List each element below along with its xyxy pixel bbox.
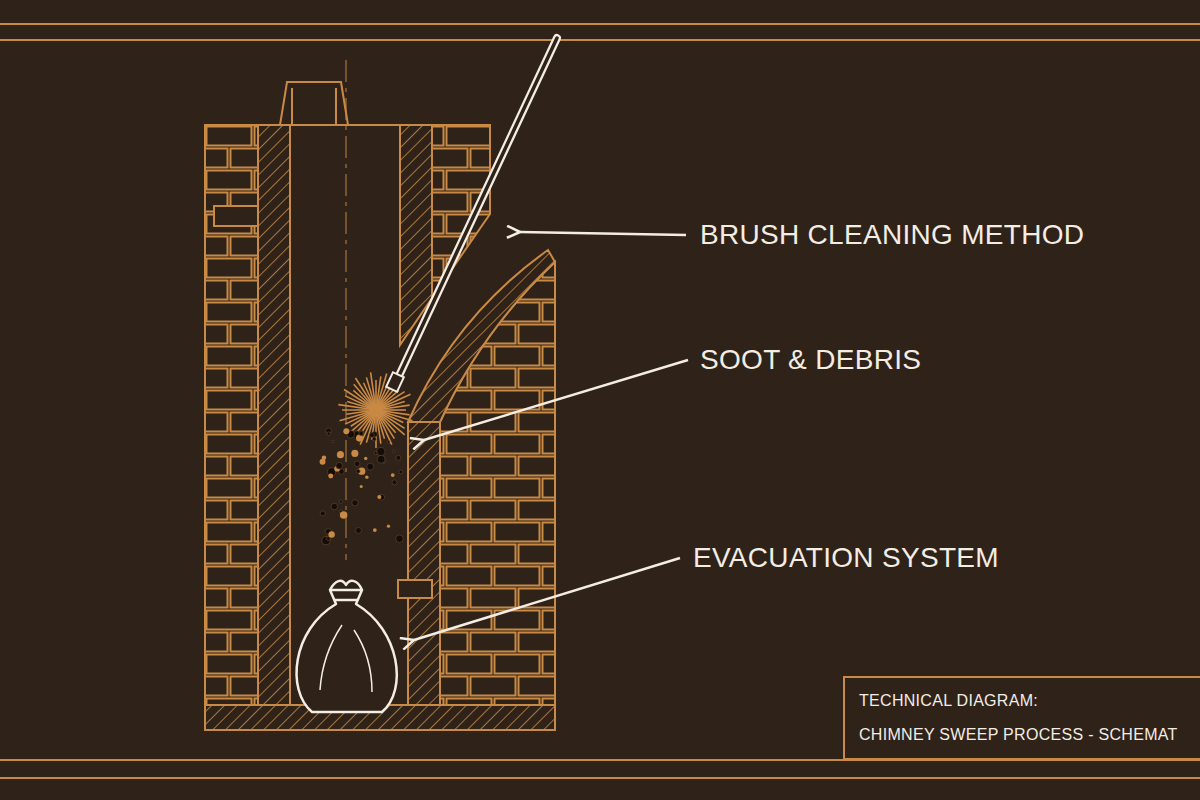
callout-label: EVACUATION SYSTEM: [693, 540, 999, 576]
callout-label: SOOT & DEBRIS: [700, 342, 921, 378]
callout-label: BRUSH CLEANING METHOD: [700, 217, 1084, 253]
soot-particles: [320, 428, 404, 545]
sweep-brush: [338, 38, 557, 448]
title-block: TECHNICAL DIAGRAM: CHIMNEY SWEEP PROCESS …: [843, 676, 1200, 760]
collection-bag: [297, 581, 397, 712]
title-text: CHIMNEY SWEEP PROCESS - SCHEMAT: [859, 724, 1200, 746]
title-text: TECHNICAL DIAGRAM:: [859, 690, 1200, 712]
leader-arrows: [414, 232, 688, 640]
frame-lines: [0, 24, 1200, 778]
